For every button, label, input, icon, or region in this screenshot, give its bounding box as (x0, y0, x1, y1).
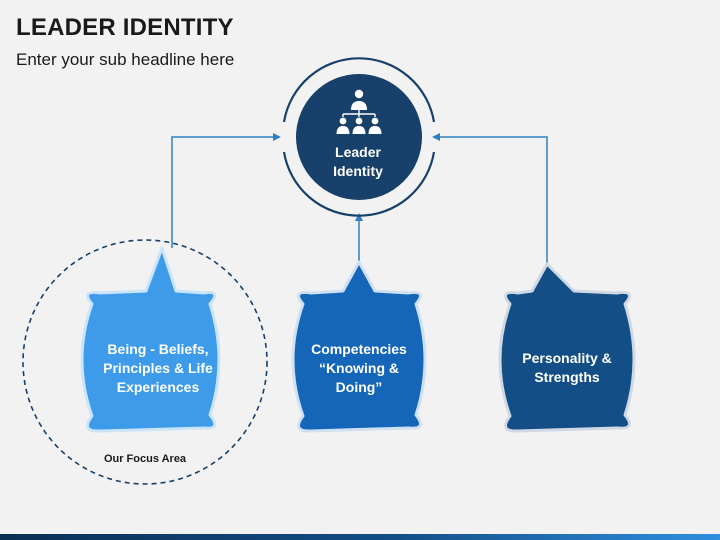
node-personality-shape (498, 262, 636, 433)
node-personality-label: Personality & Strengths (522, 350, 612, 385)
node-personality: Personality & Strengths (497, 318, 637, 418)
center-ring-arc-bottom (282, 151, 436, 217)
connector-right (432, 133, 548, 264)
org-chart-people-icon (336, 89, 382, 134)
center-ring-arc-top (282, 57, 436, 123)
node-being-shape (80, 246, 221, 433)
page-subtitle: Enter your sub headline here (16, 50, 235, 69)
bottom-accent-bar (0, 534, 720, 540)
focus-area-label: Our Focus Area (103, 453, 187, 465)
node-competencies: Competencies “Knowing & Doing” (289, 318, 429, 418)
page-title: LEADER IDENTITY (16, 14, 234, 41)
focus-area-dashed-circle (22, 239, 268, 485)
node-competencies-label: Competencies “Knowing & Doing” (311, 340, 407, 395)
connector-left (171, 133, 281, 248)
node-being-label: Being - Beliefs, Principles & Life Exper… (103, 340, 213, 395)
node-being: Being - Beliefs, Principles & Life Exper… (88, 318, 228, 418)
center-circle (296, 74, 422, 200)
node-competencies-shape (291, 260, 427, 433)
center-label: Leader Identity (333, 144, 383, 179)
